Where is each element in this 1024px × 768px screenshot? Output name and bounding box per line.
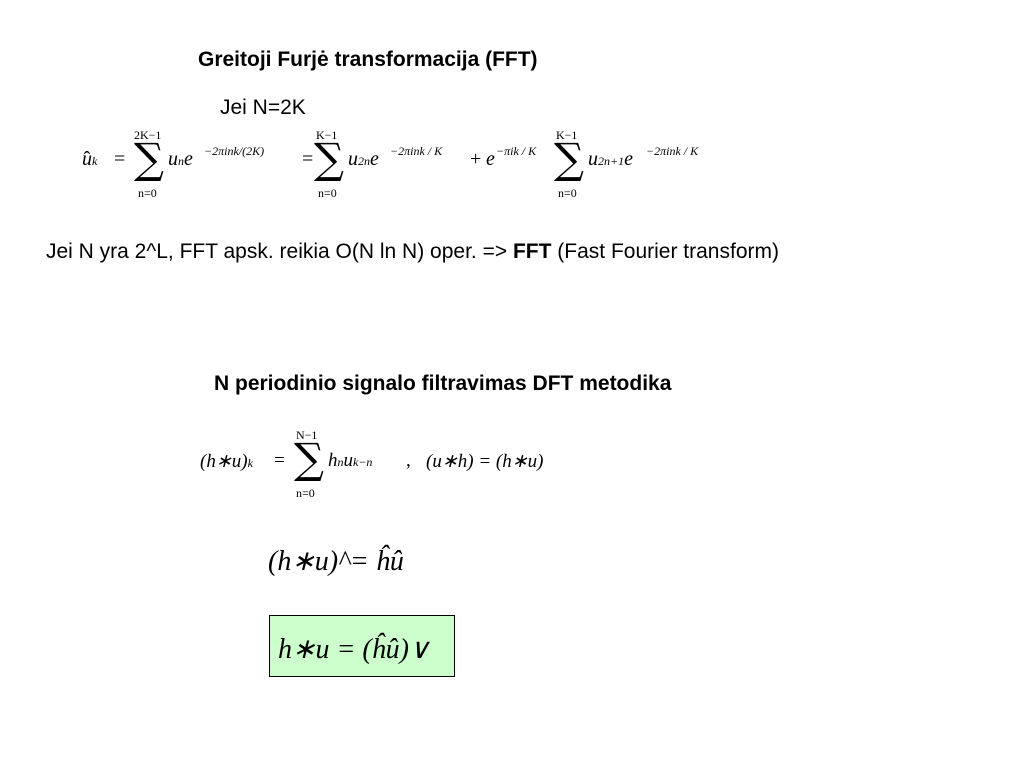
term3-sub: 2n+1 bbox=[598, 154, 625, 168]
term3-exp: −2πink / K bbox=[646, 144, 699, 158]
sum3-sigma: ∑ bbox=[554, 134, 584, 183]
conv-sum-bottom: n=0 bbox=[296, 486, 315, 500]
lhs-sub: k bbox=[92, 154, 98, 168]
sum1-bottom: n=0 bbox=[138, 186, 157, 200]
sum3-top: K−1 bbox=[556, 128, 578, 142]
sum2-bottom: n=0 bbox=[318, 186, 337, 200]
term1-sub: n bbox=[178, 154, 184, 168]
conv-lhs: (h∗u) bbox=[200, 451, 248, 472]
sum2-top: K−1 bbox=[316, 128, 338, 142]
fft-title: Greitoji Furjė transformacija (FFT) bbox=[198, 48, 538, 71]
inverse-relation: h∗u = (ĥû)∨ bbox=[278, 634, 430, 665]
sum2-sigma: ∑ bbox=[314, 134, 344, 183]
term2-exp: −2πink / K bbox=[390, 144, 443, 158]
condition-text: Jei N=2K bbox=[220, 96, 306, 119]
conv-lhs-sub: k bbox=[247, 456, 253, 470]
u-hat-symbol: u bbox=[82, 148, 92, 171]
conv-h-sub: n bbox=[337, 455, 344, 469]
fft-split-formula: uk = 2K−1 ∑ n=0 une −2πink/(2K) = K−1 ∑ … bbox=[82, 126, 742, 206]
sum1-top: 2K−1 bbox=[134, 128, 162, 142]
convolution-formula: (h∗u)k = N−1 ∑ n=0 hnuk−n , (u∗h) = (h∗u… bbox=[200, 428, 544, 500]
term3-u: u bbox=[588, 148, 598, 170]
term1-exp: −2πink/(2K) bbox=[204, 144, 265, 158]
complexity-line: Jei N yra 2^L, FFT apsk. reikia O(N ln N… bbox=[46, 240, 779, 264]
conv-u-sub: k−n bbox=[353, 455, 373, 469]
term2-sub: 2n bbox=[358, 154, 370, 168]
inverse-relation-box: h∗u = (ĥû)∨ bbox=[269, 615, 455, 677]
sum3-bottom: n=0 bbox=[558, 186, 577, 200]
conv-sigma: ∑ bbox=[294, 434, 324, 483]
filter-title: N periodinio signalo filtravimas DFT met… bbox=[214, 372, 672, 395]
term1-u: u bbox=[168, 148, 178, 170]
plus-factor-exp: −πik / K bbox=[496, 144, 537, 158]
conv-sum-top: N−1 bbox=[296, 428, 318, 442]
conv-commutative: (u∗h) = (h∗u) bbox=[426, 451, 544, 472]
convolution-theorem: (h∗u)^= ĥû bbox=[268, 546, 404, 577]
term2-u: u bbox=[348, 148, 358, 170]
complexity-prefix: Jei N yra 2^L, FFT apsk. reikia O(N ln N… bbox=[46, 240, 513, 263]
sum1-sigma: ∑ bbox=[134, 134, 164, 183]
complexity-bold: FFT bbox=[512, 240, 552, 263]
complexity-suffix: (Fast Fourier transform) bbox=[551, 240, 779, 263]
